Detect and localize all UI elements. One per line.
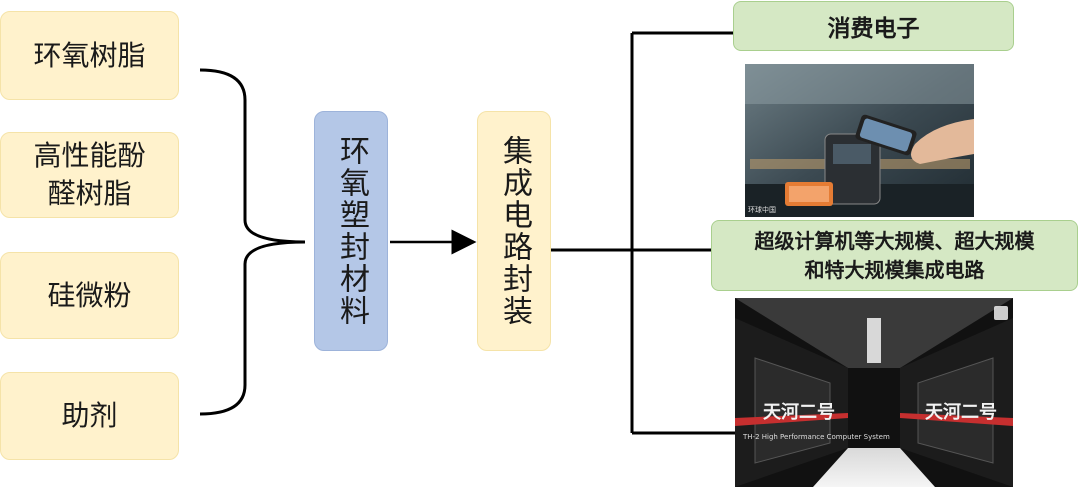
- ic-packaging-box: 集成电路封装: [477, 111, 551, 351]
- photo-mobile-payment: 环球中国: [745, 64, 974, 217]
- application-large-scale-ic: 超级计算机等大规模、超大规模 和特大规模集成电路: [711, 220, 1078, 291]
- supercomputer-illustration: [735, 298, 1013, 487]
- photo2-caption: TH-2 High Performance Computer System: [743, 433, 890, 441]
- bracket-brace: [199, 68, 306, 416]
- photo-supercomputer: 天河二号 天河二号 TH-2 High Performance Computer…: [735, 298, 1013, 487]
- material-epoxy-resin: 环氧树脂: [0, 11, 179, 100]
- photo1-watermark: 环球中国: [748, 206, 776, 214]
- sign-left: 天河二号: [763, 402, 835, 423]
- material-additive: 助剂: [0, 372, 179, 460]
- sign-right: 天河二号: [925, 402, 997, 423]
- application-consumer-electronics: 消费电子: [733, 1, 1014, 51]
- material-silica-powder: 硅微粉: [0, 252, 179, 339]
- payment-illustration: [745, 64, 974, 217]
- epoxy-molding-compound-box: 环氧塑封材料: [314, 111, 388, 351]
- material-phenolic-resin: 高性能酚 醛树脂: [0, 132, 179, 218]
